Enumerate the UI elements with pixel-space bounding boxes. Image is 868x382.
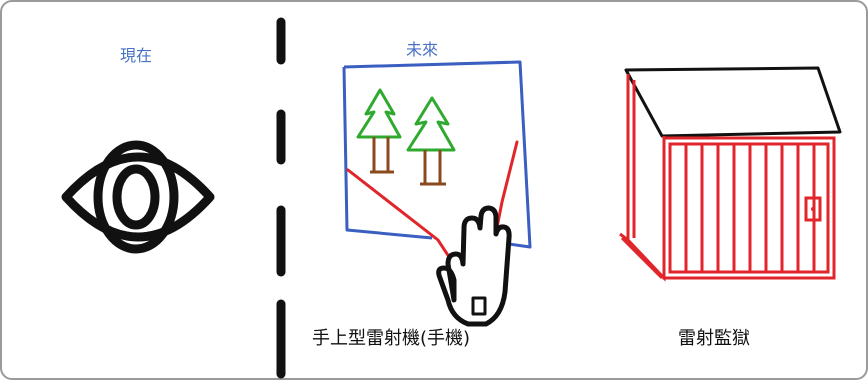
hand-icon <box>436 205 512 327</box>
section-label-future: 未來 <box>406 40 439 59</box>
tree-icon <box>406 96 456 186</box>
picture-frame <box>342 60 532 249</box>
prison-icon <box>619 66 842 282</box>
tree-icon <box>356 88 402 174</box>
caption-handheld-laser: 手上型雷射機(手機) <box>312 328 471 349</box>
section-label-now: 現在 <box>120 46 153 65</box>
eye-icon <box>61 140 215 254</box>
caption-laser-prison: 雷射監獄 <box>678 328 750 349</box>
